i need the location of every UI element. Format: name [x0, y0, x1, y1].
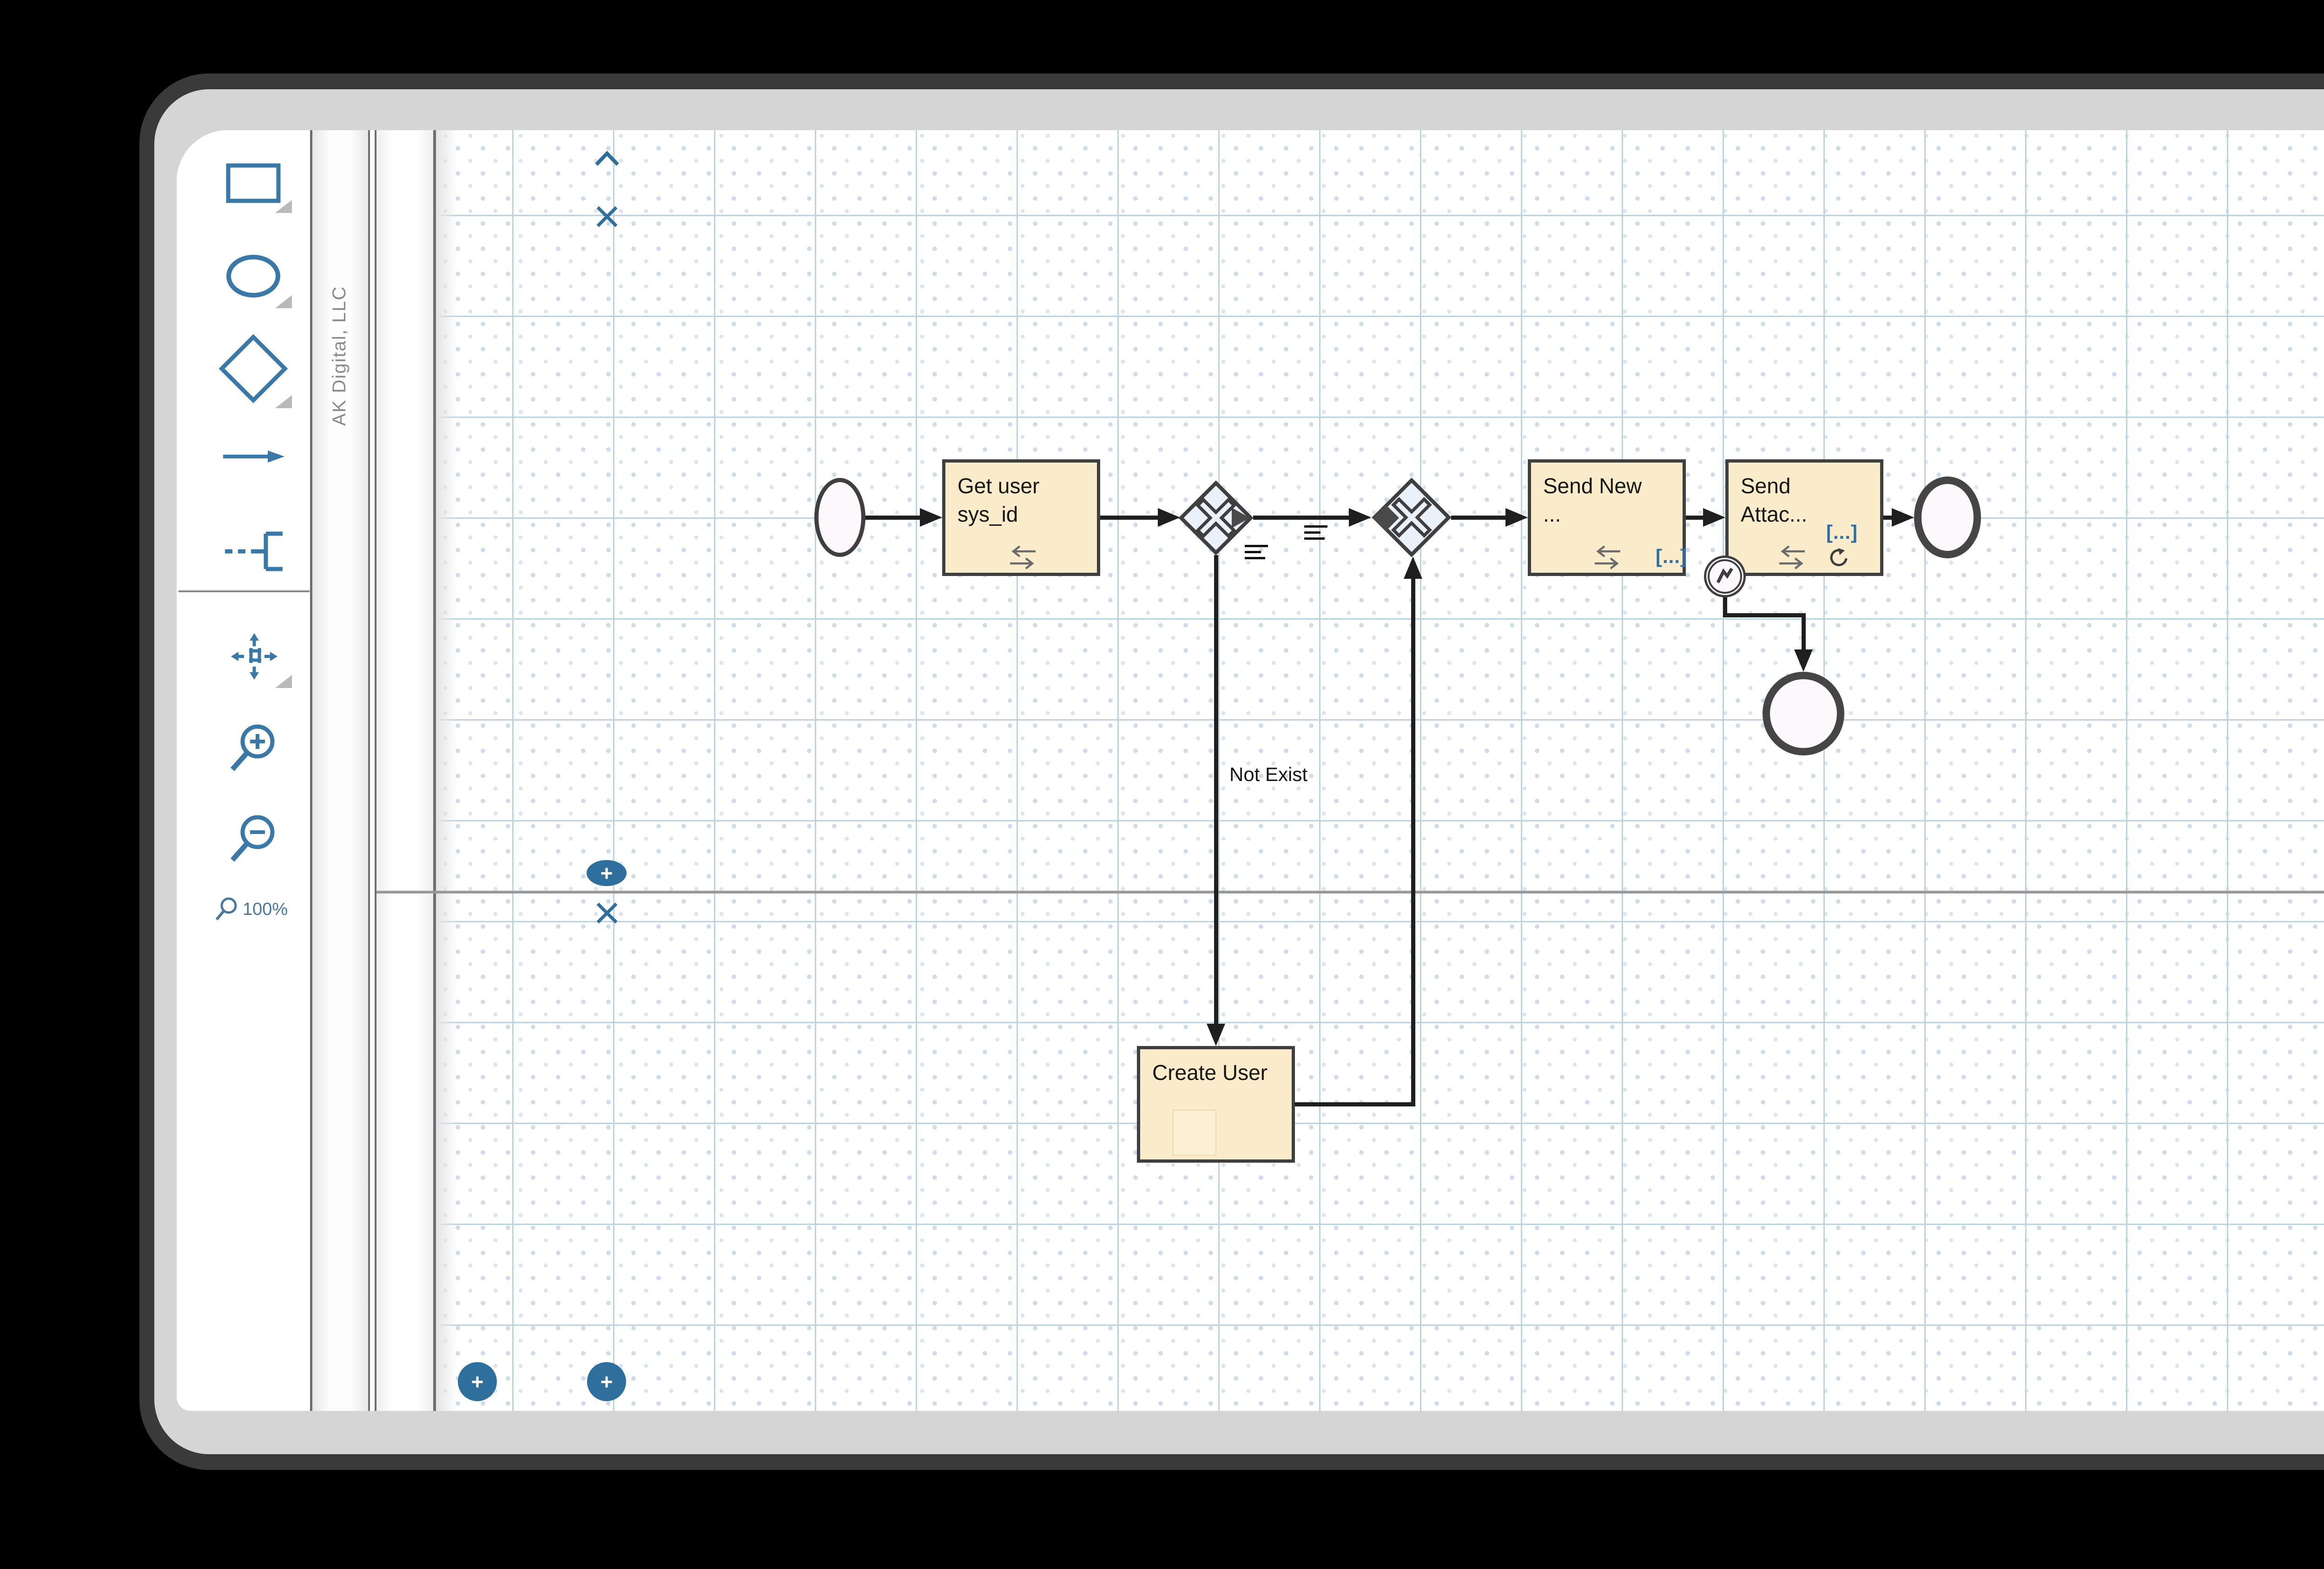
pan-tool-button[interactable] — [230, 632, 278, 683]
task-label: Create User — [1152, 1060, 1268, 1085]
pool-label: AK Digital, LLC — [329, 285, 350, 426]
gateway-exclusive-1[interactable] — [1178, 480, 1254, 557]
flow-gw1-to-createuser[interactable] — [1214, 555, 1218, 1024]
flow-boundary-v1[interactable] — [1723, 595, 1727, 617]
arrowhead-icon — [1892, 508, 1914, 527]
arrow-icon — [223, 450, 284, 463]
plus-icon: + — [600, 861, 613, 885]
arrowhead-icon — [1207, 1024, 1225, 1046]
delete-lane-admin-button[interactable] — [594, 900, 620, 928]
arrowhead-icon — [1505, 508, 1528, 527]
flow-label-not-exist[interactable]: Not Exist — [1229, 763, 1308, 785]
rectangle-icon — [226, 163, 281, 203]
flow-start-to-getuser[interactable] — [865, 516, 923, 520]
gateway-exclusive-2[interactable] — [1372, 477, 1452, 559]
arrowhead-icon — [1404, 556, 1422, 579]
zoom-out-button[interactable] — [228, 814, 279, 867]
diamond-icon — [218, 334, 288, 404]
pan-tool-submenu-arrow[interactable] — [275, 675, 292, 688]
delete-lane-everybody-button[interactable] — [594, 204, 620, 232]
end-event-2[interactable] — [1763, 672, 1844, 755]
flow-sendattach-to-end[interactable] — [1883, 516, 1894, 520]
lane-canvas-divider — [433, 130, 436, 1411]
chevron-up-icon — [595, 151, 619, 166]
flow-createuser-return-h[interactable] — [1295, 1102, 1413, 1106]
flow-gw1-to-gw2[interactable] — [1253, 516, 1351, 520]
data-transfer-icon — [1010, 545, 1036, 569]
pool-lane-divider-inner — [375, 130, 376, 1411]
plus-icon: + — [600, 1370, 613, 1394]
flow-condition-note-icon[interactable] — [1304, 525, 1327, 540]
end-event-1[interactable] — [1914, 477, 1981, 558]
ellipse-tool-button[interactable] — [226, 254, 281, 300]
zoom-reset-button[interactable]: 100% — [214, 896, 288, 922]
zoom-level-label: 100% — [243, 899, 288, 919]
diamond-tool-submenu-arrow[interactable] — [275, 395, 292, 408]
toolbar-divider — [310, 130, 312, 1411]
zoom-in-icon — [230, 724, 275, 771]
zoom-reset-icon — [215, 897, 237, 920]
toolbar-separator — [178, 590, 310, 592]
lane-boundary-line[interactable] — [376, 891, 2324, 894]
rectangle-tool-button[interactable] — [226, 163, 281, 205]
pool-lane-divider-outer — [368, 130, 370, 1411]
script-marker: [...] — [1826, 521, 1858, 543]
task-get-user[interactable]: Get user sys_id — [942, 459, 1100, 576]
data-transfer-icon — [1779, 545, 1805, 569]
canvas-left-shade — [436, 130, 457, 1411]
app-window: 100% AK Digital, LLC + — [177, 130, 2324, 1411]
dashed-connector-tool-button[interactable] — [224, 529, 285, 576]
collapse-lane-button[interactable] — [593, 149, 621, 171]
flow-gw2-to-sendnew[interactable] — [1451, 516, 1507, 520]
task-send-attachment[interactable]: Send Attac... [...] — [1725, 459, 1883, 576]
error-bolt-icon — [1716, 568, 1733, 583]
close-icon — [596, 902, 618, 924]
loop-marker-icon — [1830, 548, 1848, 566]
pool-header[interactable]: AK Digital, LLC + — [312, 130, 497, 1411]
flow-condition-note-icon[interactable] — [1245, 545, 1268, 559]
arrowhead-icon — [1158, 508, 1180, 527]
arrowhead-icon — [1349, 508, 1371, 527]
plus-icon: + — [471, 1370, 484, 1394]
task-label: Get user sys_id — [957, 474, 1040, 526]
shape-toolbar: 100% — [177, 130, 310, 1411]
flow-getuser-to-gw1[interactable] — [1100, 516, 1161, 520]
ellipse-icon — [226, 255, 280, 298]
task-send-new[interactable]: Send New ... [...] — [1528, 459, 1687, 576]
zoom-out-icon — [230, 815, 275, 862]
diagram-canvas[interactable] — [436, 130, 2324, 1411]
task-label: Send New ... — [1543, 474, 1642, 526]
add-lane-button[interactable]: + — [587, 860, 627, 886]
arrowhead-icon — [920, 508, 942, 527]
flow-sendnew-to-sendattach[interactable] — [1686, 516, 1704, 520]
task-create-user[interactable]: Create User — [1137, 1046, 1295, 1163]
default-flow-marker — [1232, 508, 1250, 528]
script-marker: [...] — [1656, 545, 1687, 567]
flow-boundary-v2[interactable] — [1802, 613, 1806, 650]
arrowhead-icon — [1703, 508, 1725, 527]
add-lane-bottom-button[interactable]: + — [587, 1362, 626, 1401]
boundary-error-event[interactable] — [1704, 556, 1746, 597]
task-placeholder-marker — [1173, 1110, 1216, 1156]
diamond-tool-button[interactable] — [218, 334, 288, 406]
pan-icon — [231, 633, 277, 680]
arrow-connector-tool-button[interactable] — [222, 447, 285, 468]
data-transfer-icon — [1595, 545, 1620, 569]
arrowhead-icon — [1794, 649, 1813, 672]
task-label: Send Attac... — [1741, 474, 1808, 526]
flow-boundary-h[interactable] — [1723, 613, 1806, 617]
dashed-connector-icon — [225, 531, 283, 571]
add-pool-button[interactable]: + — [458, 1362, 497, 1401]
lane-header-column: Everybody + Admin + — [376, 130, 627, 1411]
start-event[interactable] — [814, 478, 865, 557]
ellipse-tool-submenu-arrow[interactable] — [275, 295, 292, 308]
flow-createuser-return-v[interactable] — [1411, 579, 1415, 1106]
zoom-in-button[interactable] — [228, 723, 279, 776]
close-icon — [596, 206, 618, 227]
conditional-flow-marker — [1373, 505, 1399, 531]
